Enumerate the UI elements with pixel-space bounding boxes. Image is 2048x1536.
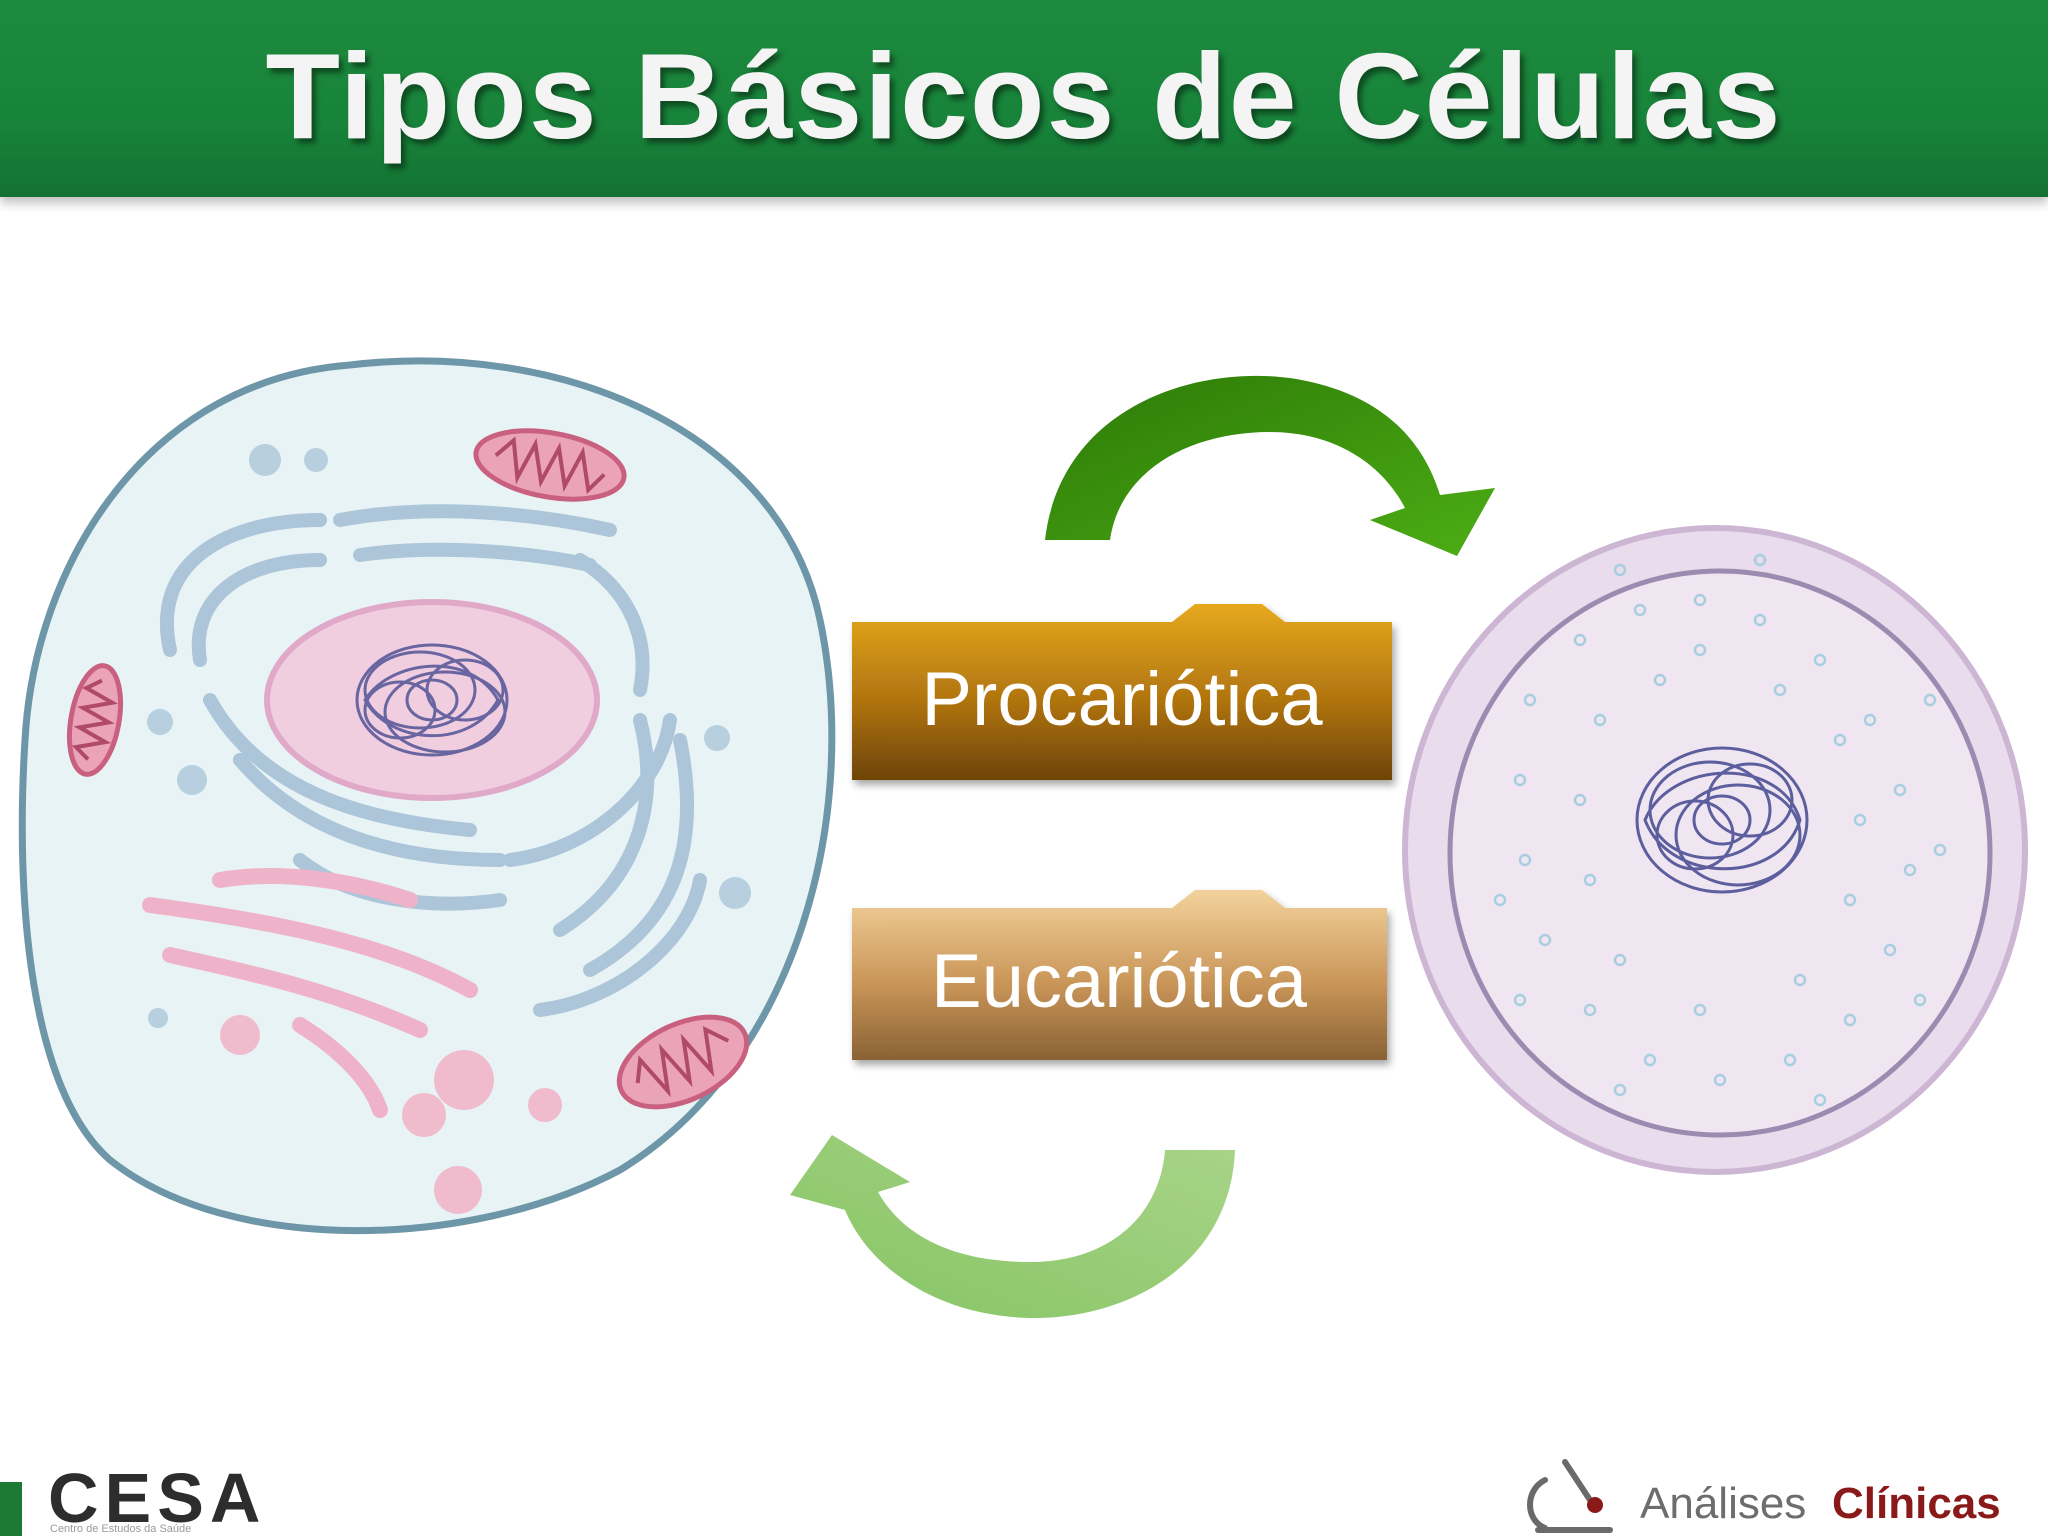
cesa-logo-subtext: Centro de Estudos da Saúde [50, 1523, 191, 1535]
golgi-apparatus [142, 868, 478, 1118]
eukaryotic-cell [18, 357, 836, 1235]
cesa-logo-mark [0, 1482, 22, 1536]
analises-clinicas-logo: Análises Clínicas [1527, 1459, 2001, 1533]
analises-text: Análises [1640, 1479, 1806, 1528]
eukaryotic-label: Eucariótica [931, 939, 1308, 1024]
ribosomes [1493, 553, 1947, 1107]
vesicles [147, 444, 751, 1214]
prokaryotic-label: Procariótica [921, 657, 1323, 742]
title-bar: Tipos Básicos de Células [0, 0, 2048, 197]
arrow-bottom-curved [790, 1135, 1235, 1319]
prokaryotic-cell-membrane [1447, 568, 1993, 1138]
cesa-logo-text: CESA [48, 1459, 266, 1536]
cesa-logo: CESA Centro de Estudos da Saúde [0, 1459, 266, 1536]
clinicas-text: Clínicas [1832, 1479, 2001, 1528]
prokaryotic-label-box: Procariótica [852, 604, 1392, 780]
microscope-icon [1527, 1459, 1613, 1533]
eukaryotic-label-box: Eucariótica [852, 890, 1387, 1060]
eukaryotic-chromatin [355, 643, 509, 757]
nucleoid [1635, 746, 1809, 894]
prokaryotic-cell [1402, 525, 2028, 1175]
endoplasmic-reticulum [159, 504, 707, 1017]
mitochondria [67, 428, 750, 1110]
slide-title: Tipos Básicos de Células [265, 28, 1783, 164]
arrow-top-curved [1045, 375, 1495, 556]
